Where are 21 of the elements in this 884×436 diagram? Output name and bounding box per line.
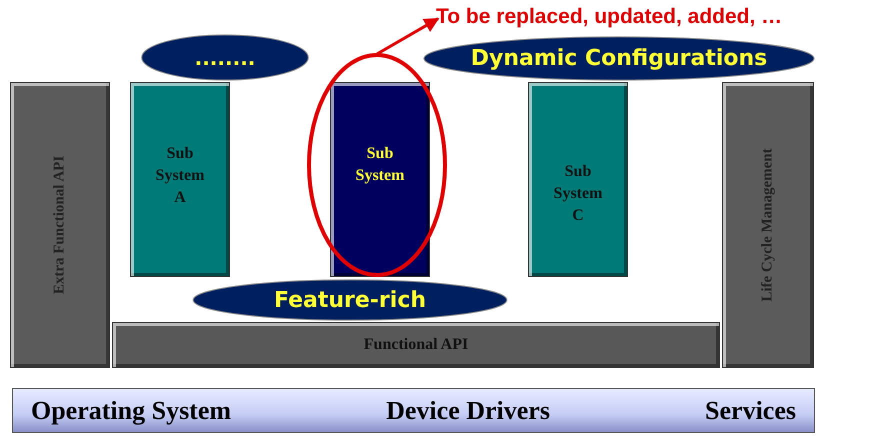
subsystem-box (528, 82, 628, 277)
ellipse-label: Feature-rich (190, 279, 510, 321)
box-label: Functional API (364, 336, 468, 354)
vertical-bar (10, 82, 110, 368)
layer-label: Operating System (31, 396, 232, 426)
layer-band (12, 388, 815, 433)
box-label: Sub System C (552, 162, 604, 226)
horizontal-bar (112, 322, 720, 368)
box-label: Sub System (354, 144, 406, 186)
bar-label: Extra Functional API (52, 156, 68, 294)
ellipse-outline (306, 52, 448, 278)
subsystem-box (130, 82, 230, 277)
subsystem-box (330, 82, 430, 277)
ellipse-label: ........ (140, 34, 310, 81)
layer-label: Services (705, 396, 796, 426)
layer-label: Device Drivers (386, 396, 550, 426)
arrow (376, 17, 440, 56)
annotation-text: To be replaced, updated, added, … (436, 0, 884, 34)
box-label: Sub System A (154, 144, 206, 208)
bar-label: Life Cycle Management (760, 148, 776, 302)
vertical-bar (722, 82, 814, 368)
